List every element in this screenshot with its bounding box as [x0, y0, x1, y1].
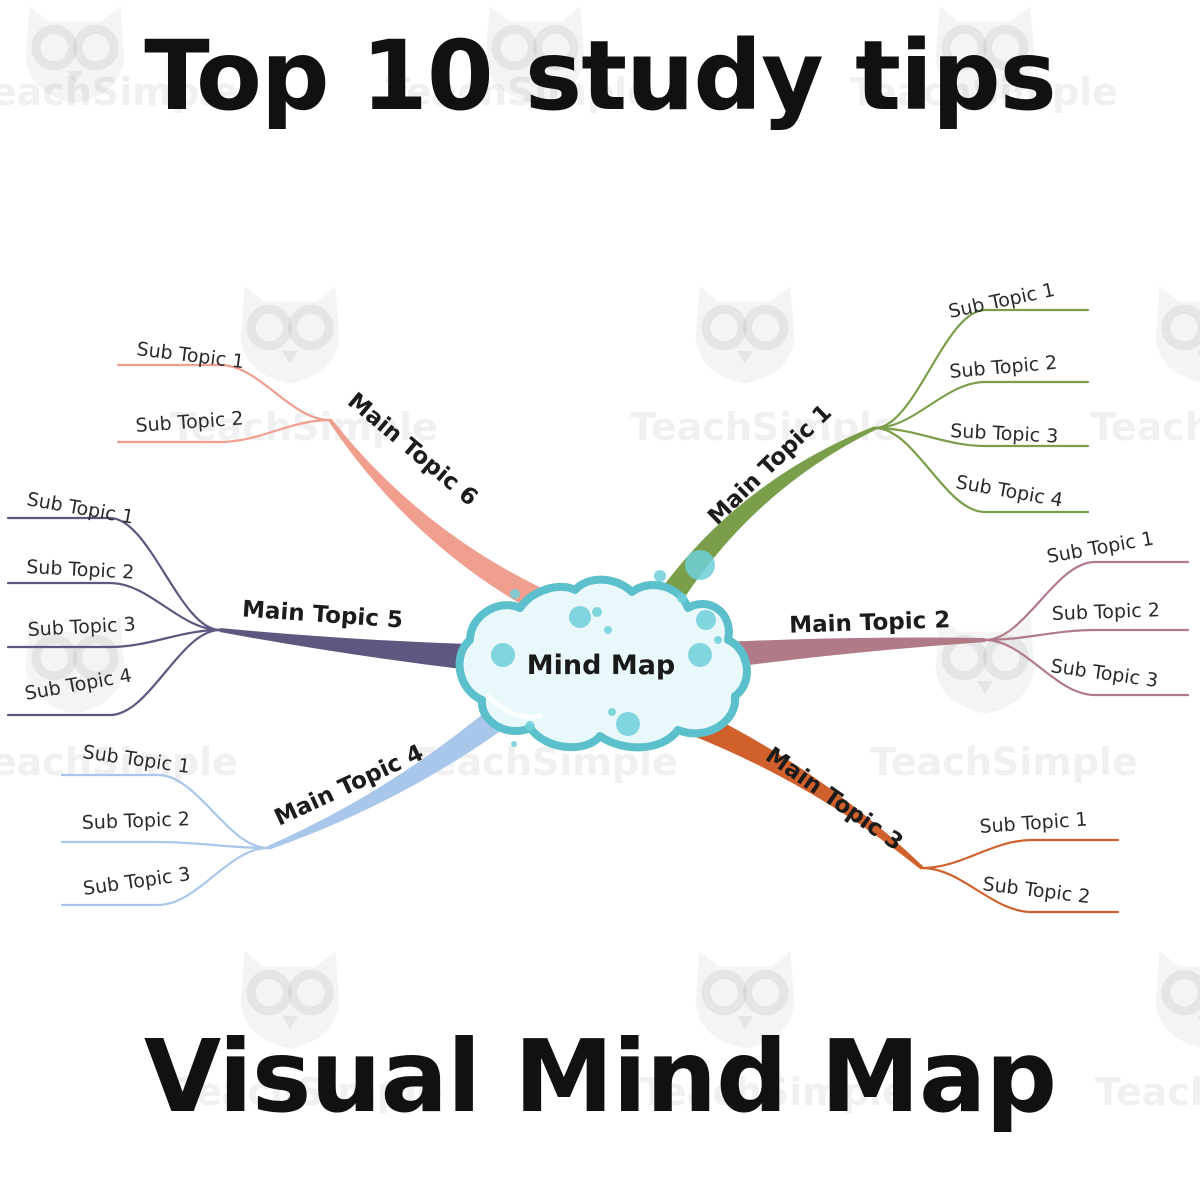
watermark-text: TeachSimple — [0, 70, 238, 114]
main-topic-1-branch: Sub Topic 1 Sub Topic 2 Sub Topic 3 Sub Top… — [656, 279, 1090, 615]
sub-branch-line — [60, 840, 270, 850]
center-label: Mind Map — [527, 650, 676, 681]
sub-branch-line — [6, 628, 222, 717]
bubble-decoration — [688, 643, 712, 667]
sub-branch-line — [116, 418, 332, 444]
bubble-decoration — [714, 636, 722, 644]
sub-branch-line — [983, 560, 1190, 642]
owl-icon — [240, 286, 340, 384]
main-topic-label: Main Topic 6 — [342, 388, 482, 511]
bubble-decoration — [525, 721, 535, 731]
sub-branch-line — [60, 773, 270, 850]
owl-icon — [695, 286, 795, 384]
owl-icon — [485, 6, 585, 104]
page-title: Top 10 study tips — [144, 20, 1057, 132]
bubble-decoration — [491, 643, 515, 667]
main-topic-label: Main Topic 5 — [241, 596, 404, 633]
sub-topic-label: Sub Topic 3 — [950, 420, 1059, 448]
owl-icon — [25, 616, 125, 714]
sub-topic-label: Sub Topic 1 — [946, 279, 1056, 323]
owl-icon — [240, 951, 340, 1049]
sub-branch-line — [983, 638, 1190, 697]
cloud-shape — [455, 575, 751, 752]
sub-topic-label: Sub Topic 4 — [954, 471, 1064, 511]
main-topic-label: Main Topic 2 — [789, 607, 951, 639]
bubble-decoration — [511, 741, 517, 747]
bubble-decoration — [510, 589, 520, 599]
watermark-text: TeachSimple — [1095, 1070, 1200, 1114]
center-cloud: Mind Map — [455, 550, 751, 752]
sub-topic-label: Sub Topic 2 — [135, 407, 244, 436]
sub-topic-label: Sub Topic 1 — [135, 338, 245, 373]
bubble-decoration — [592, 607, 602, 617]
sub-branch-line — [920, 866, 1120, 914]
main-topic-5-branch: Sub Topic 1 Sub Topic 2 Sub Topic 3 Sub Top… — [6, 488, 472, 717]
owl-icon — [935, 6, 1035, 104]
main-topic-6-branch: Sub Topic 1 Sub Topic 2 Main Topic 6 — [116, 338, 557, 615]
owl-icon — [1155, 286, 1200, 383]
sub-topic-label: Sub Topic 2 — [81, 808, 190, 834]
owl-icon — [1155, 951, 1200, 1048]
watermark-text: TeachSimple — [870, 740, 1138, 784]
watermark-text: TeachSimple — [0, 740, 238, 784]
sub-branch-line — [920, 838, 1120, 870]
bubble-decoration — [685, 550, 715, 580]
bubble-decoration — [696, 610, 716, 630]
sub-topic-label: Sub Topic 2 — [949, 352, 1059, 383]
sub-topic-label: Sub Topic 2 — [1051, 599, 1160, 625]
sub-topic-label: Sub Topic 1 — [25, 488, 135, 528]
sub-topic-label: Sub Topic 1 — [81, 741, 191, 778]
sub-branch-line — [873, 380, 1090, 430]
bubble-decoration — [569, 606, 591, 628]
bubble-decoration — [654, 570, 666, 582]
main-topic-label: Main Topic 1 — [703, 400, 837, 531]
main-topic-label: Main Topic 3 — [761, 742, 908, 856]
sub-branch-line — [873, 426, 1090, 448]
sub-branch-line — [983, 628, 1190, 642]
watermark-text: TeachSimple — [175, 1070, 443, 1114]
owl-icon — [695, 951, 795, 1049]
sub-branch-line — [6, 581, 222, 632]
sub-topic-label: Sub Topic 3 — [27, 613, 136, 641]
watermark-text: TeachSimple — [850, 70, 1118, 114]
sub-topic-label: Sub Topic 3 — [82, 863, 192, 900]
main-branch-line — [724, 637, 986, 668]
bubble-decoration — [608, 708, 616, 716]
bubble-decoration — [604, 626, 612, 634]
sub-branch-line — [6, 628, 222, 649]
watermark-text: TeachSimple — [1090, 405, 1200, 449]
sub-branch-line — [873, 308, 1090, 430]
sub-branch-line — [116, 363, 332, 422]
watermark-text: TeachSimple — [630, 405, 898, 449]
bubble-decoration — [677, 593, 687, 603]
owl-icon — [25, 6, 125, 104]
page-subtitle: Visual Mind Map — [143, 1018, 1057, 1135]
sub-topic-label: Sub Topic 4 — [23, 664, 133, 704]
main-branch-line — [219, 628, 472, 670]
main-branch-line — [692, 714, 924, 870]
sub-topic-label: Sub Topic 1 — [979, 808, 1088, 837]
sub-branch-line — [60, 846, 270, 907]
bubble-decoration — [616, 712, 640, 736]
main-branch-line — [328, 418, 557, 615]
watermark-text: TeachSimple — [640, 1070, 908, 1114]
watermark-text: TeachSimple — [385, 70, 653, 114]
sub-branch-line — [6, 516, 222, 632]
sub-branch-line — [873, 426, 1090, 514]
sub-topic-label: Sub Topic 2 — [26, 556, 135, 584]
